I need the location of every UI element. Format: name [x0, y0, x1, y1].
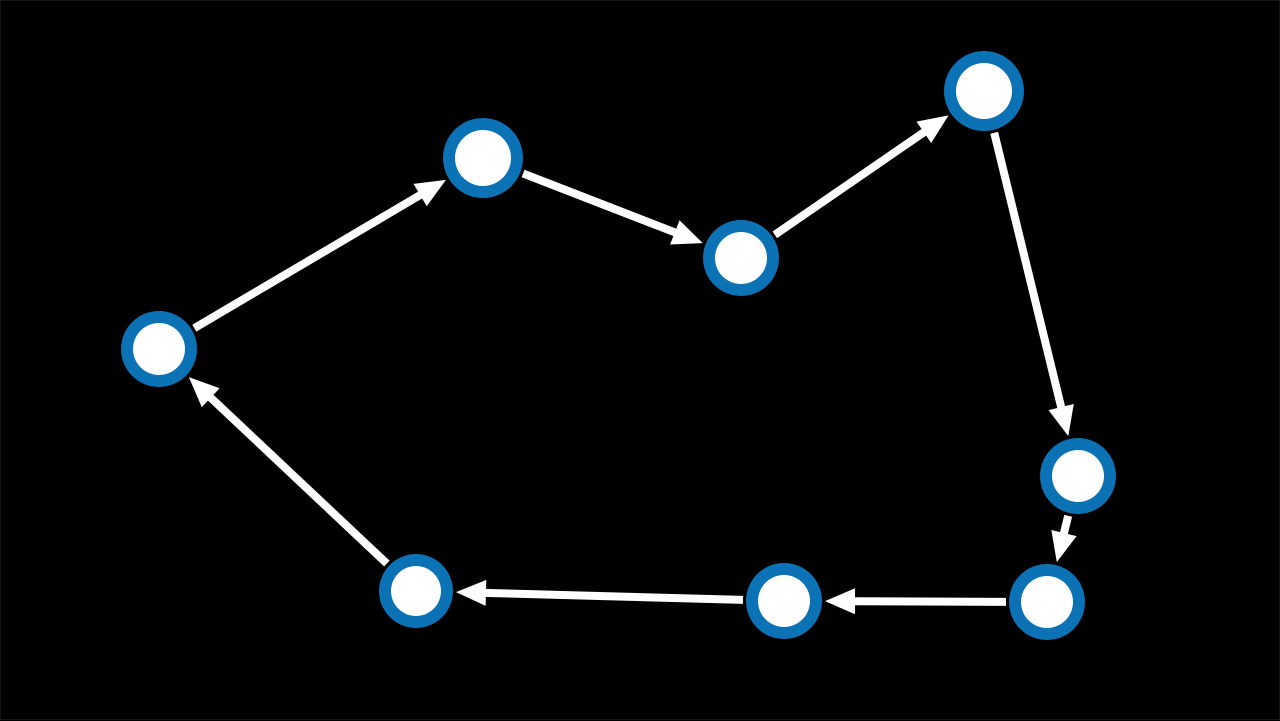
- graph-node-n1[interactable]: [121, 311, 197, 387]
- graph-edge-e3[interactable]: [772, 115, 949, 239]
- node-core: [1021, 576, 1073, 628]
- edge-arrowhead: [916, 115, 949, 144]
- graph-node-n7[interactable]: [746, 563, 822, 639]
- edge-shaft: [772, 127, 928, 239]
- edge-arrowhead: [1051, 529, 1077, 563]
- edge-shaft: [206, 393, 390, 567]
- edge-arrowhead: [824, 588, 856, 615]
- edge-shaft: [852, 597, 1007, 606]
- edge-shaft: [521, 169, 679, 237]
- edge-shaft: [1059, 514, 1073, 536]
- node-core: [455, 130, 511, 186]
- graph-edge-e8[interactable]: [188, 377, 390, 567]
- graph-node-n5[interactable]: [1040, 438, 1116, 514]
- graph-edge-e2[interactable]: [521, 169, 703, 245]
- graph-edge-e4[interactable]: [990, 131, 1074, 437]
- edge-arrowhead: [455, 579, 487, 606]
- edge-shaft: [483, 588, 744, 604]
- graph-edge-e1[interactable]: [192, 179, 446, 332]
- graph-node-n6[interactable]: [1009, 564, 1085, 640]
- edge-arrowhead: [188, 377, 220, 408]
- node-core: [758, 575, 810, 627]
- nodes-layer: [121, 51, 1116, 640]
- edges-layer: [188, 115, 1077, 615]
- node-core: [391, 566, 441, 616]
- graph-node-n2[interactable]: [443, 118, 523, 198]
- edge-arrowhead: [1048, 403, 1074, 437]
- graph-node-n8[interactable]: [379, 554, 453, 628]
- graph-edge-e6[interactable]: [824, 588, 1007, 615]
- edge-shaft: [990, 131, 1066, 410]
- graph-edge-e5[interactable]: [1051, 514, 1077, 563]
- node-core: [133, 323, 185, 375]
- graph-edge-e7[interactable]: [455, 579, 744, 606]
- node-core: [1052, 450, 1104, 502]
- node-core: [956, 63, 1012, 119]
- node-core: [715, 232, 767, 284]
- graph-node-n3[interactable]: [703, 220, 779, 296]
- edge-arrowhead: [413, 179, 446, 207]
- edge-shaft: [192, 190, 424, 332]
- graph-node-n4[interactable]: [944, 51, 1024, 131]
- edge-arrowhead: [670, 220, 703, 245]
